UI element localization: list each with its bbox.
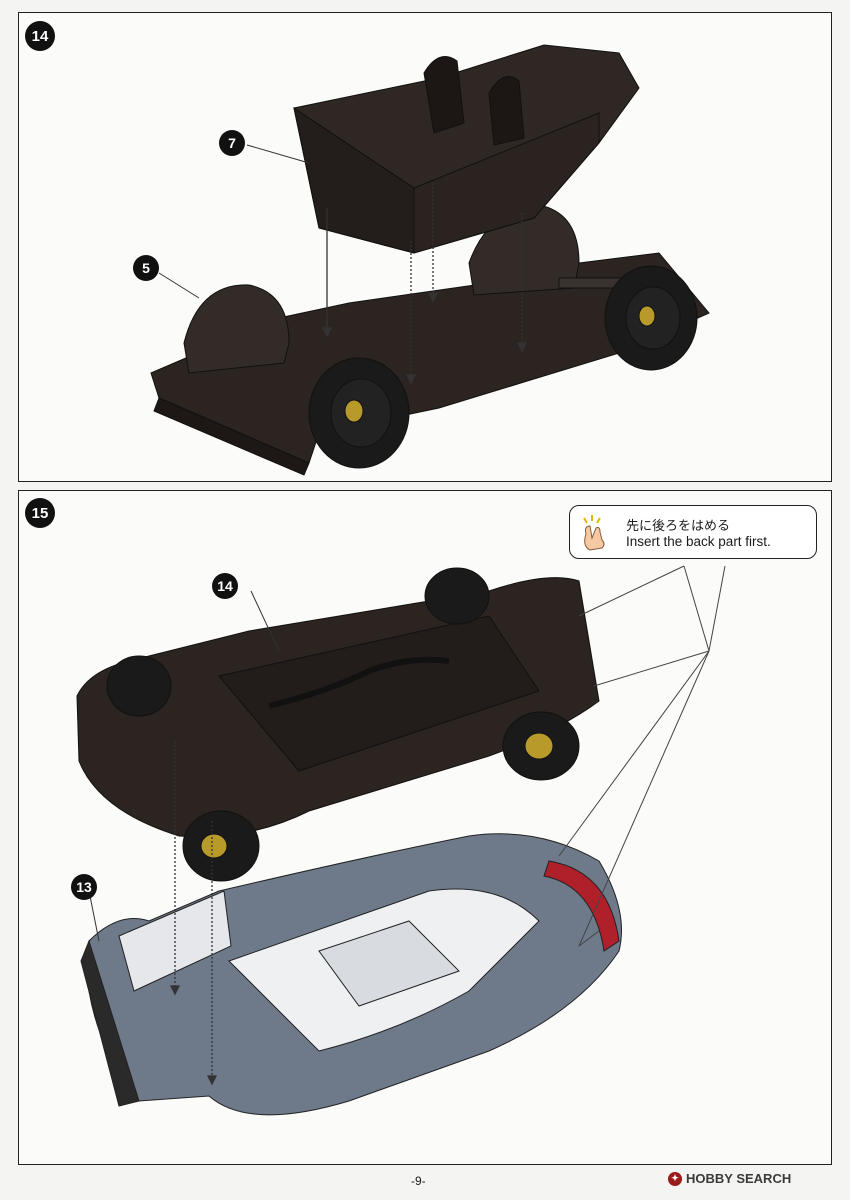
- assembly-arrows: [169, 741, 218, 1086]
- tip-text-en: Insert the back part first.: [626, 534, 771, 549]
- step-14-badge: 14: [25, 21, 55, 51]
- part-5-badge: 5: [133, 255, 159, 281]
- step-15-panel: 15: [18, 490, 832, 1165]
- brand-name: HOBBY SEARCH: [686, 1171, 792, 1186]
- part-14-badge: 14: [212, 573, 238, 599]
- interior-tub: [293, 44, 640, 254]
- step-14-illustration: [150, 44, 710, 476]
- front-wheel: [308, 357, 410, 469]
- step-14-panel: 14: [18, 12, 832, 482]
- tip-callout: 先に後ろをはめる Insert the back part first.: [569, 505, 817, 559]
- step-15-badge: 15: [25, 498, 55, 528]
- page-number: -9-: [411, 1174, 426, 1188]
- step-15-illustration: [76, 565, 726, 1116]
- chassis-assembly: [76, 567, 600, 882]
- part-13-badge: 13: [71, 874, 97, 900]
- callout-leader-lines: [558, 565, 726, 947]
- tip-text-jp: 先に後ろをはめる: [626, 519, 731, 534]
- brand-logo-icon: ✦: [668, 1171, 682, 1186]
- car-body: [80, 833, 622, 1116]
- part-7-badge: 7: [219, 130, 245, 156]
- brand-watermark: ✦ HOBBY SEARCH: [668, 1171, 791, 1186]
- pointing-hand-icon: [583, 515, 605, 551]
- assembly-arrows: [321, 183, 528, 385]
- chassis-floor: [150, 204, 710, 476]
- rear-wheel: [604, 265, 698, 371]
